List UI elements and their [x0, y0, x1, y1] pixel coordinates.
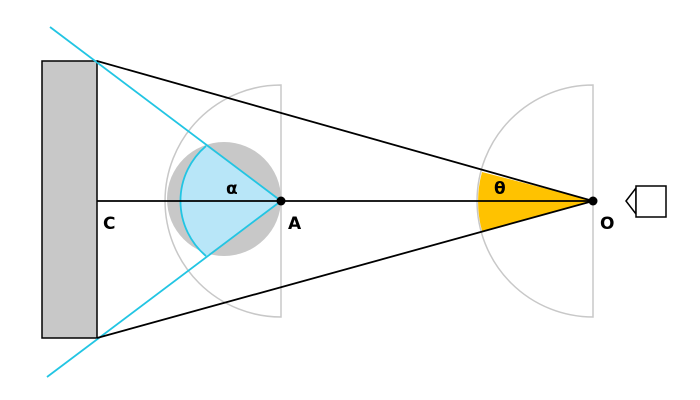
point-c-label: C: [103, 214, 115, 234]
point-o-label: O: [600, 214, 614, 234]
point-a-label: A: [288, 214, 302, 234]
alpha-label: α: [226, 179, 238, 199]
theta-label: θ: [494, 179, 506, 199]
camera-icon: [625, 185, 667, 218]
sight-line-top: [96, 60, 594, 202]
cyan-line-lower: [46, 200, 282, 378]
guide-arc-o: [476, 84, 594, 318]
cyan-line-upper: [49, 26, 282, 202]
sight-line-bottom: [96, 200, 594, 339]
point-a-dot: [276, 196, 286, 206]
point-o-dot: [588, 196, 598, 206]
wall-rectangle: [41, 60, 98, 339]
